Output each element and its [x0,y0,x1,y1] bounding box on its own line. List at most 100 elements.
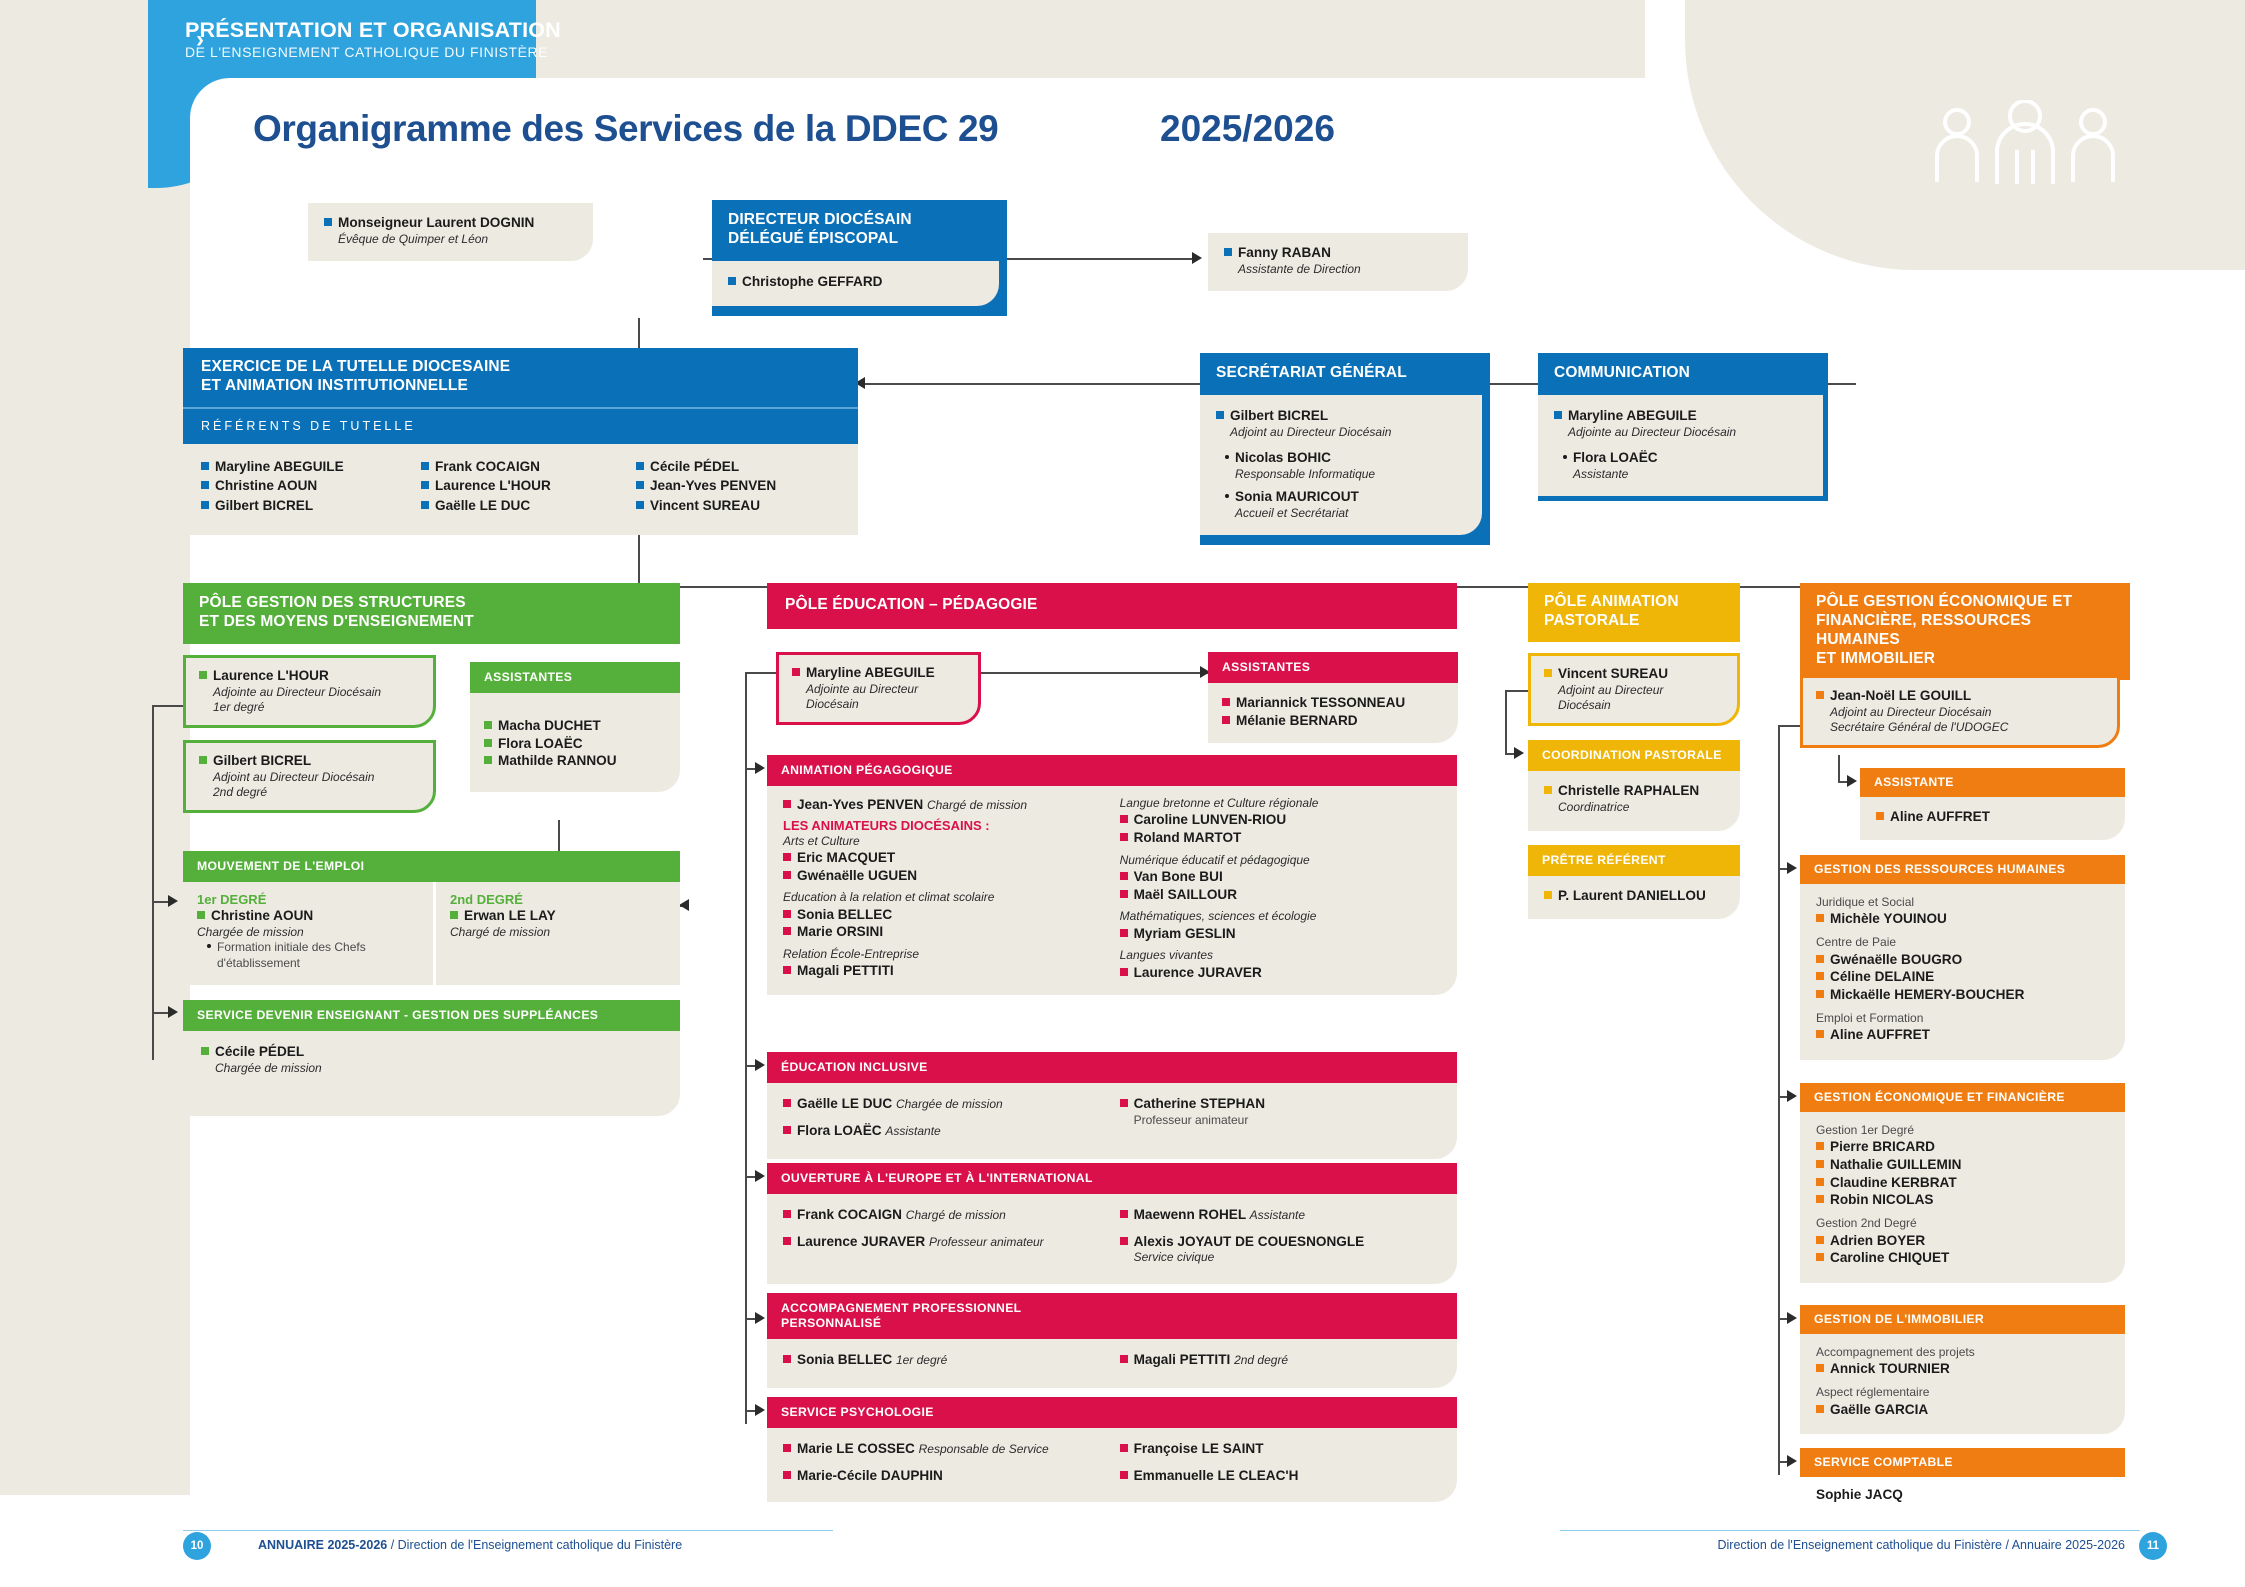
bullet-icon [1816,1160,1824,1169]
group-label: Langues vivantes [1119,948,1213,963]
connector-structures-lead1 [152,705,184,707]
group-label: Education à la relation et climat scolai… [783,890,995,905]
director-body: Christophe GEFFARD [712,260,999,307]
bullet-icon [1816,1253,1824,1262]
pole-structures-header-box: PÔLE GESTION DES STRUCTURES ET DES MOYEN… [183,583,680,644]
card-service-psychologie: SERVICE PSYCHOLOGIE Marie LE COSSEC Resp… [767,1397,1457,1503]
immo-body: Accompagnement des projets Annick TOURNI… [1800,1333,2125,1435]
connector-assistante-v [1838,755,1840,781]
bullet-icon [783,1470,791,1479]
list-item: Maël SAILLOUR [1119,886,1443,904]
footer-left-rest: / Direction de l'Enseignement catholique… [387,1538,683,1552]
bullet-icon [201,461,209,470]
list-item: Christine AOUN [201,477,421,495]
group-label: Emploi et Formation [1816,1010,1924,1025]
footer-left-bold: ANNUAIRE 2025-2026 [258,1538,388,1552]
list-item: Adrien BOYER [1816,1232,2111,1250]
comptable-header: SERVICE COMPTABLE [1800,1448,2125,1477]
pretre-header: PRÊTRE RÉFÉRENT [1528,845,1740,876]
pastorale-lead-role2: Diocésain [1558,698,1611,713]
bullet-icon [1119,889,1128,898]
list-item: Gwénaëlle BOUGRO [1816,951,2111,969]
group-label: Arts et Culture [783,833,860,848]
page-number-left: 10 [183,1532,211,1560]
member-role: Responsable Informatique [1235,466,1376,481]
connector-rh [1778,868,1790,870]
bishop-name-row: Monseigneur Laurent DOGNIN [324,214,577,232]
bullet-icon [1216,410,1224,419]
assistante-name-row: Aline AUFFRET [1876,808,2111,826]
education-assistantes-header: ASSISTANTES [1208,652,1458,683]
bishop-role: Évêque de Quimper et Léon [338,231,489,246]
pastorale-lead-name-row: Vincent SUREAU [1544,665,1723,683]
animation-header: ANIMATION PÉGAGOGIQUE [767,755,1122,786]
ouverture-right-column: Maewenn ROHEL Assistante Alexis JOYAUT D… [1119,1206,1443,1266]
connector-structures-mouvement [152,901,174,903]
coordination-name-row: Christelle RAPHALEN [1544,782,1726,800]
assistant-name-row: Fanny RABAN [1224,244,1452,262]
card-devenir-enseignant: SERVICE DEVENIR ENSEIGNANT - GESTION DES… [183,1000,680,1116]
list-item: Maryline ABEGUILE [201,458,421,476]
header-tab [148,0,536,78]
director-name-row: Christophe GEFFARD [728,273,983,291]
animation-header-filler [1122,755,1457,786]
bishop-name: Monseigneur Laurent DOGNIN [338,215,535,230]
arrow-comptable [1787,1455,1797,1467]
lead2-name-row: Gilbert BICREL [199,752,419,770]
card-education-lead: Maryline ABEGUILE Adjointe au Directeur … [776,652,981,726]
bullet-icon [484,756,492,765]
pole-education-header: PÔLE ÉDUCATION – PÉDAGOGIE [767,583,1457,629]
list-item: Frank COCAIGN [421,458,636,476]
devenir-body: Cécile PÉDEL Chargée de mission [183,1030,680,1116]
connector-immo [1778,1318,1790,1320]
card-structures-lead2: Gilbert BICREL Adjoint au Directeur Dioc… [183,740,436,814]
connector-pastorale-spine [1505,690,1507,755]
card-animation-pedagogique: ANIMATION PÉGAGOGIQUE Jean-Yves PENVEN C… [767,755,1457,996]
header-text: PRÉSENTATION ET ORGANISATION DE L'ENSEIG… [185,18,561,60]
bullet-icon [1816,990,1824,999]
lead1-name-row: Laurence L'HOUR [199,667,419,685]
secretariat-lead-name: Gilbert BICREL [1230,407,1329,423]
connector-ouverture [745,1176,757,1178]
economique-lead-name-row: Jean-Noël LE GOUILL [1816,687,2103,705]
member-role: Service civique [1133,1250,1215,1265]
rh-header: GESTION DES RESSOURCES HUMAINES [1800,855,2125,884]
accompagnement-header-filler [1122,1293,1457,1339]
arrow-immo [1787,1312,1797,1324]
card-gestion-immobilier: GESTION DE L'IMMOBILIER Accompagnement d… [1800,1305,2125,1435]
accompagnement-body: Sonia BELLEC 1er degré Magali PETTITI 2n… [767,1338,1457,1389]
mouvement-right-name-row: Erwan LE LAY [450,907,668,925]
accompagnement-header-line2: PERSONNALISÉ [781,1315,882,1330]
tutelle-header-line2: ET ANIMATION INSTITUTIONNELLE [201,376,468,394]
group-label: Juridique et Social [1816,894,1915,909]
list-item: Gaëlle LE DUC [421,497,636,515]
page-number-right: 11 [2139,1532,2167,1560]
bullet-icon [783,1098,791,1107]
inclusive-right-column: Catherine STEPHAN Professeur animateur [1119,1095,1443,1139]
bullet-icon [1544,890,1552,899]
bullet-icon [636,481,644,490]
list-item: Caroline LUNVEN-RIOU [1119,811,1443,829]
list-item: Françoise LE SAINT [1119,1440,1443,1458]
psychologie-header: SERVICE PSYCHOLOGIE [767,1397,1122,1428]
mouvement-right-label: 2nd DEGRÉ [450,891,523,907]
bullet-icon [783,852,791,861]
card-gestion-rh: GESTION DES RESSOURCES HUMAINES Juridiqu… [1800,855,2125,1061]
member-role: Assistante [1573,466,1629,481]
lead1-role1: Adjointe au Directeur Diocésain [213,684,382,699]
pole-economique-header-line3: ET IMMOBILIER [1816,649,1936,667]
economique-lead-name: Jean-Noël LE GOUILL [1830,688,1972,703]
director-header: DIRECTEUR DIOCÉSAIN DÉLÉGUÉ ÉPISCOPAL [712,200,1007,261]
group-label: Langue bretonne et Culture régionale [1119,795,1319,810]
list-item: Flora LOAËC [1563,449,1807,467]
bullet-icon [201,1046,209,1055]
group-label: Centre de Paie [1816,935,1897,950]
psychologie-header-filler [1122,1397,1457,1428]
list-item: Maewenn ROHEL Assistante [1119,1206,1443,1224]
connector-inclusive [745,1065,757,1067]
group-label: Numérique éducatif et pédagogique [1119,852,1310,867]
bullet-icon [1816,1030,1824,1039]
list-item: Marie-Cécile DAUPHIN [783,1467,1112,1485]
card-economique-lead: Jean-Noël LE GOUILL Adjoint au Directeur… [1800,675,2120,749]
list-item: Sonia BELLEC 1er degré [783,1351,1112,1369]
